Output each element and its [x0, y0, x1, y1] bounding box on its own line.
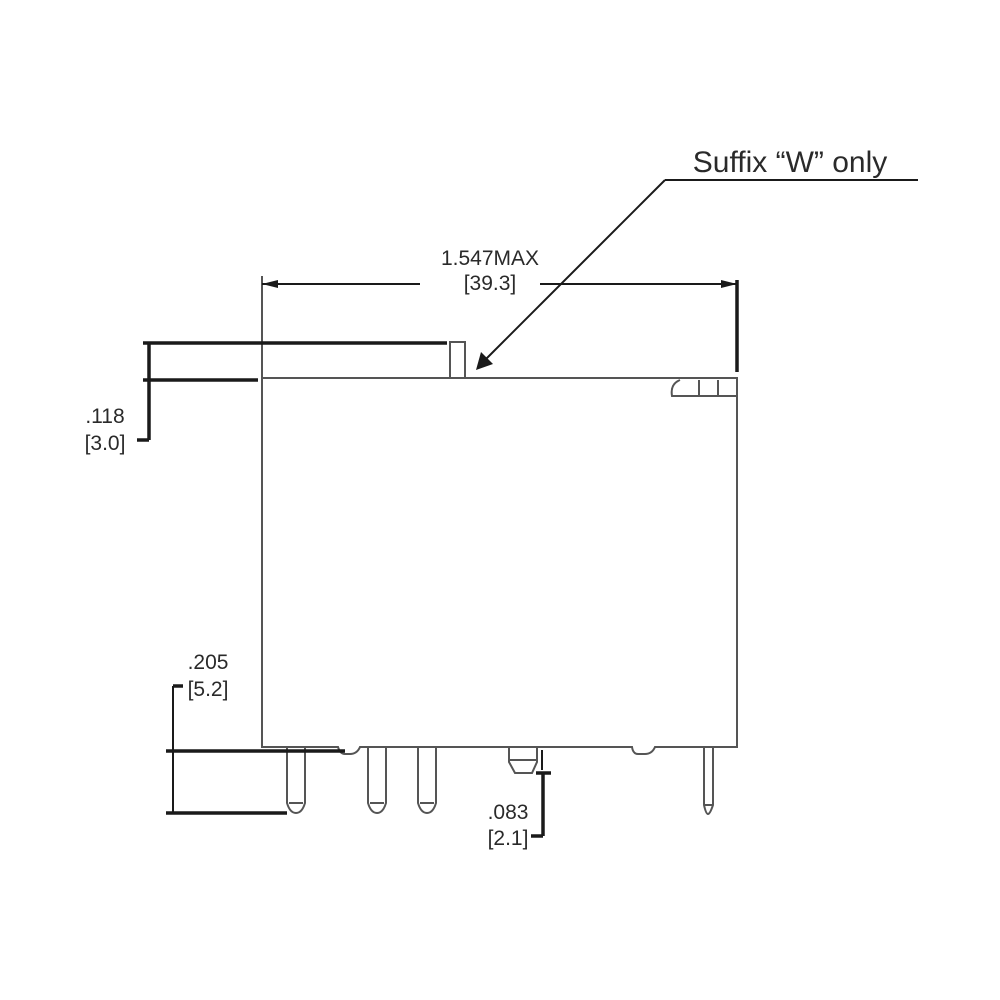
standoff-dimension: .083 [2.1]	[488, 750, 551, 850]
pin-length-mm: [5.2]	[188, 678, 229, 701]
tab-height-dimension: .118 [3.0]	[85, 341, 447, 455]
width-dimension-inch: 1.547MAX	[441, 247, 539, 270]
width-dimension: 1.547MAX [39.3]	[261, 247, 739, 378]
tab-height-inch: .118	[85, 405, 124, 428]
callout-text: Suffix “W” only	[693, 146, 888, 179]
top-right-feature	[670, 379, 737, 397]
standoff-foot	[508, 747, 538, 774]
pin	[367, 747, 387, 815]
pin	[286, 747, 306, 815]
suffix-w-callout: Suffix “W” only	[476, 146, 918, 370]
suffix-w-tab	[449, 341, 466, 379]
tab-height-mm: [3.0]	[85, 432, 126, 455]
pin	[703, 747, 714, 816]
pin-length-dimension: .205 [5.2]	[166, 651, 345, 815]
pin	[417, 747, 437, 815]
relay-body	[261, 377, 738, 755]
standoff-mm: [2.1]	[488, 827, 529, 850]
width-dimension-mm: [39.3]	[464, 272, 517, 295]
pins	[286, 747, 714, 816]
standoff-inch: .083	[488, 801, 529, 824]
pin-length-inch: .205	[188, 651, 229, 674]
